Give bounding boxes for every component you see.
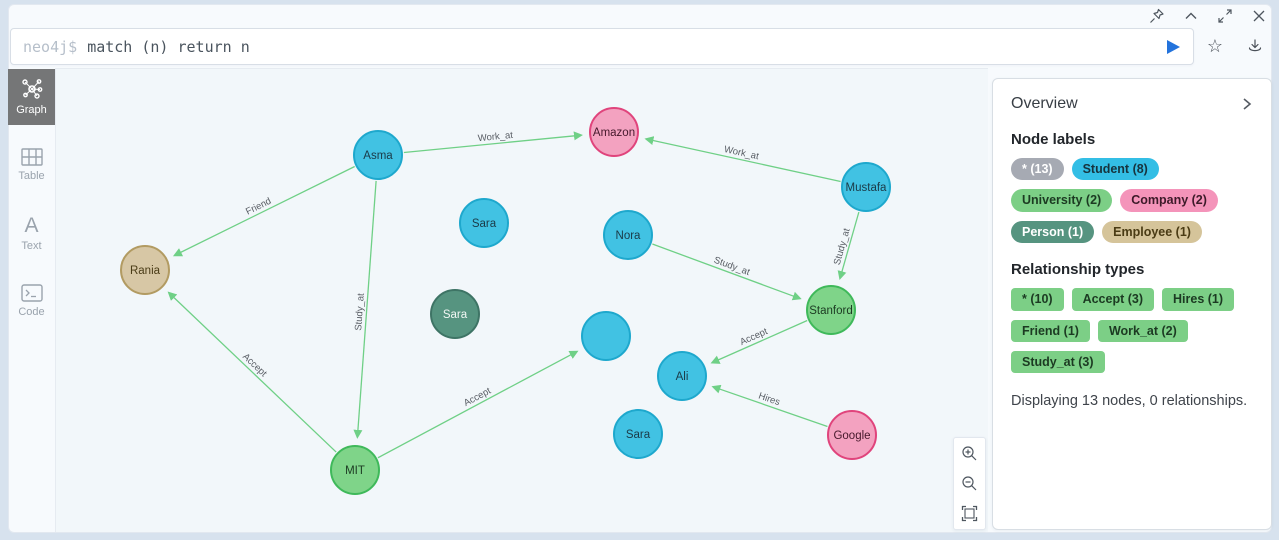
close-icon[interactable] [1251,8,1267,24]
display-status-text: Displaying 13 nodes, 0 relationships. [1011,393,1248,410]
query-editor[interactable]: neo4j$ match (n) return n [10,28,1194,65]
graph-node-sara[interactable]: Sara [613,409,663,459]
graph-node-google[interactable]: Google [827,410,877,460]
relationship-type-badge[interactable]: Study_at (3) [1011,350,1105,374]
editor-prompt: neo4j$ [23,37,78,56]
edge-label: Study_at [712,255,751,278]
relationship-type-badge[interactable]: Friend (1) [1011,319,1090,342]
graph-node-rania[interactable]: Rania [120,245,170,295]
edge-work_at[interactable] [403,131,583,154]
text-a-icon: A [24,213,39,237]
run-query-button[interactable] [1166,39,1181,55]
favorite-star-icon[interactable]: ☆ [1206,36,1224,56]
graph-node-sara[interactable]: Sara [459,198,509,248]
node-caption: MIT [345,465,365,477]
relationship-types-heading: Relationship types [1011,261,1145,279]
node-caption: Sara [443,309,468,321]
node-caption: Amazon [593,127,635,139]
node-label-badge[interactable]: * (13) [1011,158,1064,181]
tab-graph-label: Graph [16,104,47,116]
relationship-type-badge[interactable]: Hires (1) [1162,288,1235,311]
node-caption: Ali [676,371,689,383]
fit-view-icon[interactable] [961,505,978,522]
tab-table[interactable]: Table [8,137,55,193]
graph-node-sara[interactable]: Sara [430,289,480,339]
graph-visualization[interactable]: Work_atWork_atFriendStudy_atStudy_atStud… [56,69,989,533]
edge-study_at[interactable] [353,180,377,439]
node-caption: Mustafa [846,182,888,194]
node-caption: Asma [363,150,393,162]
window-controls [1149,8,1267,24]
edge-friend[interactable] [172,165,355,257]
edge-label: Accept [462,385,493,409]
tab-code[interactable]: Code [8,273,55,329]
zoom-in-icon[interactable] [961,445,978,462]
zoom-controls [953,437,986,530]
node-label-badge[interactable]: Student (8) [1071,158,1159,181]
view-tabs: Graph Table A Text Code [8,69,55,529]
node-caption: Nora [616,230,642,242]
graph-node-mustafa[interactable]: Mustafa [841,162,891,212]
node-caption: Rania [130,265,161,277]
relationship-type-badge[interactable]: Accept (3) [1071,288,1155,311]
fullscreen-icon[interactable] [1217,8,1233,24]
tab-text-label: Text [21,239,42,252]
tab-code-label: Code [18,306,45,318]
relationship-type-badge[interactable]: Work_at (2) [1097,319,1188,342]
overview-panel: Overview Node labels * (13) Student (8) Un… [992,78,1272,530]
node-label-badge[interactable]: Company (2) [1120,189,1218,212]
edge-label: Work_at [477,130,513,144]
node-label-badge[interactable]: Person (1) [1011,220,1095,244]
relationship-type-badge[interactable]: * (10) [1011,288,1064,311]
edge-accept[interactable] [710,319,808,364]
download-icon[interactable] [1247,38,1263,54]
edge-accept[interactable] [167,291,337,453]
chevron-right-icon[interactable] [1241,98,1253,110]
edge-study_at[interactable] [652,243,802,301]
tab-graph[interactable]: Graph [8,69,55,125]
tab-text[interactable]: A Text [8,205,55,261]
pin-icon[interactable] [1149,8,1165,24]
graph-node-amazon[interactable]: Amazon [589,107,639,157]
graph-node-stanford[interactable]: Stanford [806,285,856,335]
collapse-icon[interactable] [1183,8,1199,24]
edge-work_at[interactable] [644,136,841,183]
edge-label: Study_at [353,293,367,332]
edge-hires[interactable] [711,384,828,428]
node-label-badges: * (13) Student (8) University (2) Company (… [1011,158,1253,244]
tab-table-label: Table [18,170,45,182]
node-label-badge[interactable]: Employee (1) [1102,220,1202,244]
node-caption: Google [833,430,870,442]
zoom-out-icon[interactable] [961,475,978,492]
node-label-badge[interactable]: University (2) [1011,189,1113,212]
graph-node-asma[interactable]: Asma [353,130,403,180]
graph-node-ali[interactable]: Ali [657,351,707,401]
graph-node-mit[interactable]: MIT [330,445,380,495]
relationship-type-badges: * (10) Accept (3) Hires (1) Friend (1) Work_… [1011,288,1253,374]
graph-node-nora[interactable]: Nora [603,210,653,260]
edge-accept[interactable] [377,350,579,459]
node-caption: Sara [472,218,497,230]
edge-study_at[interactable] [837,211,860,280]
node-caption: Sara [626,429,651,441]
query-input[interactable]: match (n) return n [87,37,250,56]
graph-node-unnamed[interactable] [581,311,631,361]
overview-title: Overview [1011,95,1078,112]
node-labels-heading: Node labels [1011,131,1096,148]
node-caption: Stanford [809,305,852,317]
